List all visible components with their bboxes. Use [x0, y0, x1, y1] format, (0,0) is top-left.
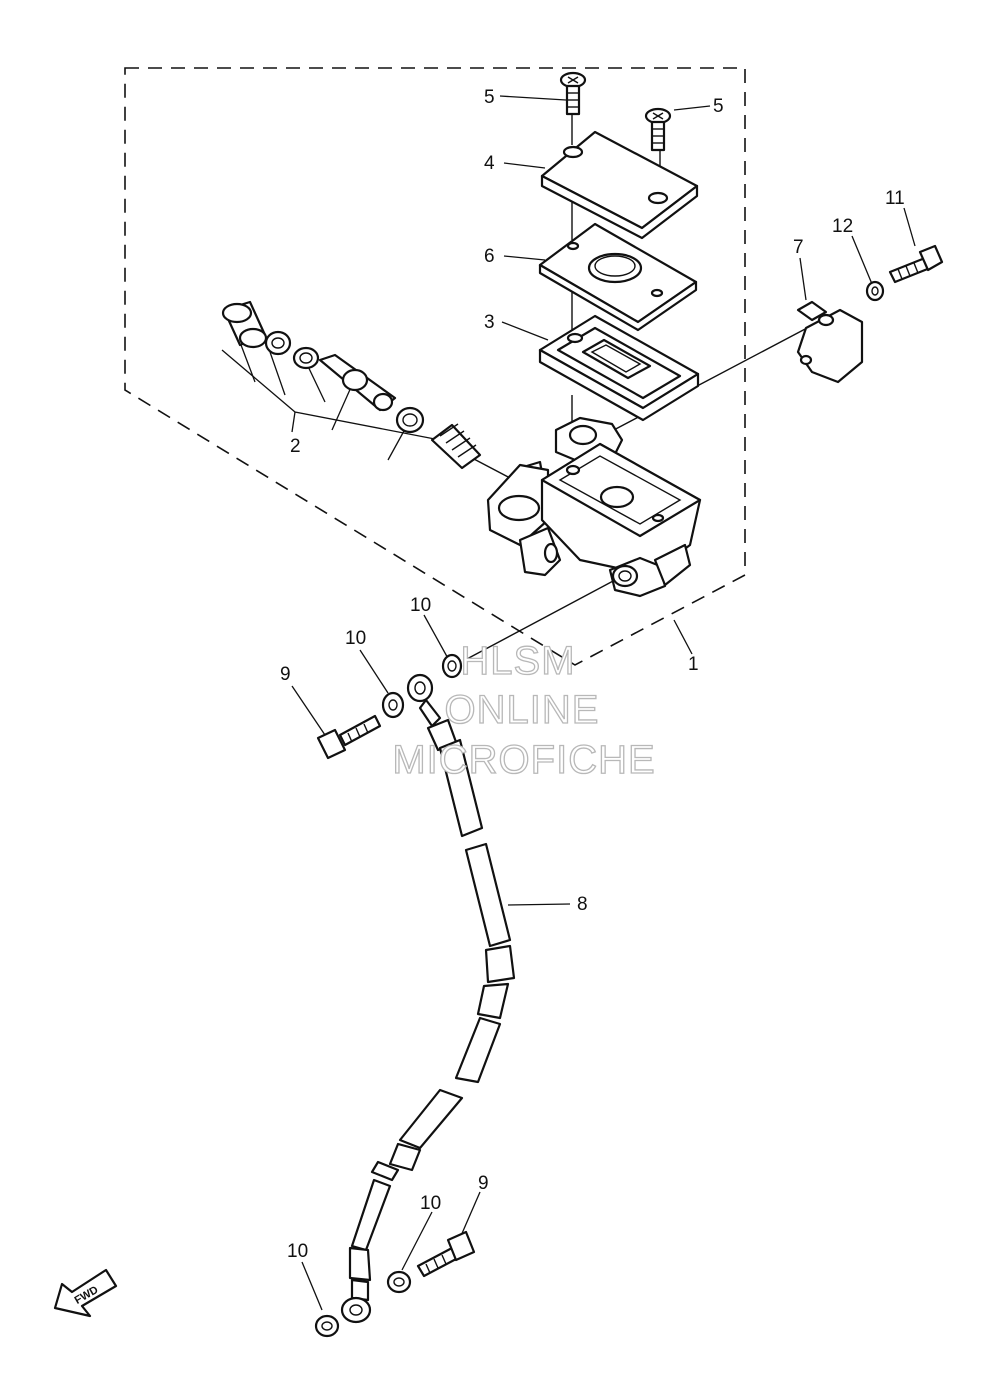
watermark: HLSM ONLINE MICROFICHE	[392, 638, 656, 782]
callout-5-left: 5	[484, 87, 495, 108]
master-cylinder-body-1	[486, 416, 702, 598]
callout-2: 2	[290, 436, 301, 457]
callout-6: 6	[484, 246, 495, 267]
callout-5-right: 5	[713, 96, 724, 117]
callout-8: 8	[577, 894, 588, 915]
watermark-line-1: HLSM	[460, 639, 575, 683]
watermark-line-3: MICROFICHE	[392, 738, 655, 782]
washer-10-upper-right	[441, 653, 463, 679]
washer-10-upper-left	[381, 691, 405, 719]
washer-10-lower-left	[314, 1314, 340, 1338]
washer-12	[865, 280, 885, 302]
callout-10-upper-right: 10	[410, 595, 431, 616]
screw-5-left	[559, 71, 587, 116]
callout-1: 1	[688, 654, 699, 675]
assembly-boundary	[124, 67, 746, 666]
callout-10-upper-left: 10	[345, 628, 366, 649]
callout-9-lower: 9	[478, 1173, 489, 1194]
banjo-bolt-9-lower	[416, 1230, 476, 1278]
callout-12: 12	[832, 216, 853, 237]
callout-11: 11	[885, 188, 905, 209]
holder-7	[796, 300, 864, 384]
diaphragm-plate-6	[538, 222, 698, 332]
callout-4: 4	[484, 153, 495, 174]
callout-3: 3	[484, 312, 495, 333]
brake-hose-8	[340, 673, 516, 1324]
watermark-line-2: ONLINE	[445, 688, 600, 732]
screw-5-right	[644, 107, 672, 152]
callout-10-lower-right: 10	[420, 1193, 441, 1214]
bolt-11	[888, 244, 944, 284]
callout-labels: 1 2 3 4 5 5 6 7 8 9 9 10 10 10 10 11 12	[280, 87, 905, 1262]
callout-9-upper: 9	[280, 664, 291, 685]
callout-10-lower-left: 10	[287, 1241, 308, 1262]
diaphragm-3	[538, 314, 700, 422]
fwd-arrow-icon: FWD	[53, 1268, 118, 1318]
callout-7: 7	[793, 237, 804, 258]
reservoir-cap-4	[540, 130, 699, 240]
washer-10-lower-right	[386, 1270, 412, 1294]
piston-kit-2	[221, 300, 482, 470]
banjo-bolt-9-upper	[316, 714, 382, 760]
